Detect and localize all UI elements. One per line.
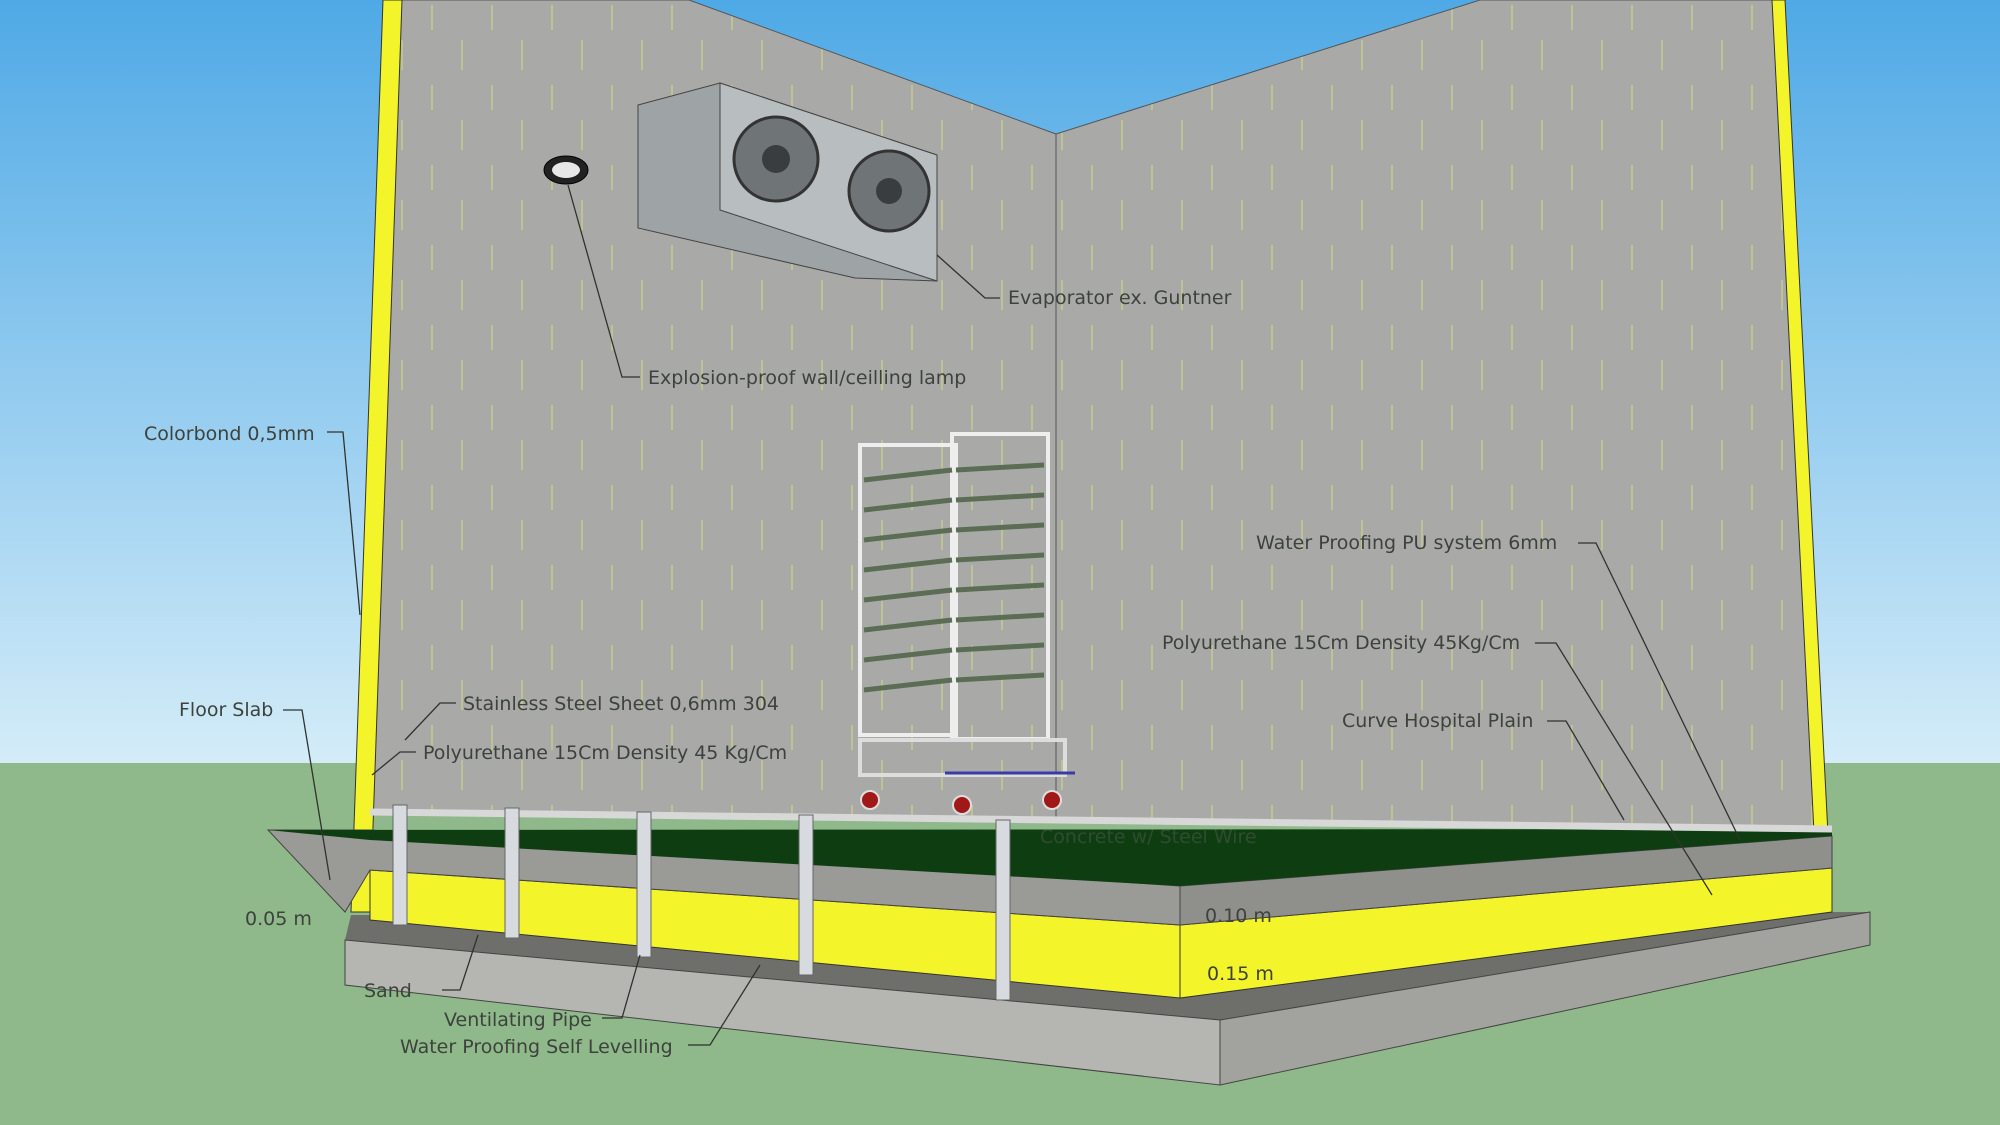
curve-hospital-plain — [369, 808, 1833, 833]
tray-trolley — [858, 432, 1075, 815]
label-ventilating-pipe: Ventilating Pipe — [444, 1009, 592, 1031]
label-waterproofing-pu: Water Proofing PU system 6mm — [1256, 532, 1557, 554]
ventilating-pipes — [392, 804, 1011, 1001]
label-dimension-0-15: 0.15 m — [1207, 963, 1274, 985]
label-concrete-steel-wire: Concrete w/ Steel Wire — [1040, 826, 1257, 848]
label-curve-hospital-plain: Curve Hospital Plain — [1342, 710, 1533, 732]
label-polyurethane-left: Polyurethane 15Cm Density 45 Kg/Cm — [423, 742, 787, 764]
base-slab-side — [1219, 911, 1871, 1086]
right-wall — [1055, 0, 1819, 830]
concrete-layer-side — [1179, 835, 1833, 926]
label-dimension-0-05: 0.05 m — [245, 908, 312, 930]
floor-coating — [268, 829, 1832, 886]
label-lamp: Explosion-proof wall/ceilling lamp — [648, 367, 966, 389]
label-evaporator: Evaporator ex. Guntner — [1008, 287, 1232, 309]
explosion-proof-lamp — [543, 155, 589, 185]
label-dimension-0-10: 0.10 m — [1205, 905, 1272, 927]
label-stainless-steel-sheet: Stainless Steel Sheet 0,6mm 304 — [463, 693, 779, 715]
label-colorbond: Colorbond 0,5mm — [144, 423, 315, 445]
evaporator-unit — [637, 82, 938, 282]
label-sand: Sand — [364, 980, 412, 1002]
leader-lines — [283, 184, 1741, 1046]
label-polyurethane-right: Polyurethane 15Cm Density 45Kg/Cm — [1162, 632, 1520, 654]
label-waterproofing-self-levelling: Water Proofing Self Levelling — [400, 1036, 673, 1058]
label-floor-slab: Floor Slab — [179, 699, 273, 721]
